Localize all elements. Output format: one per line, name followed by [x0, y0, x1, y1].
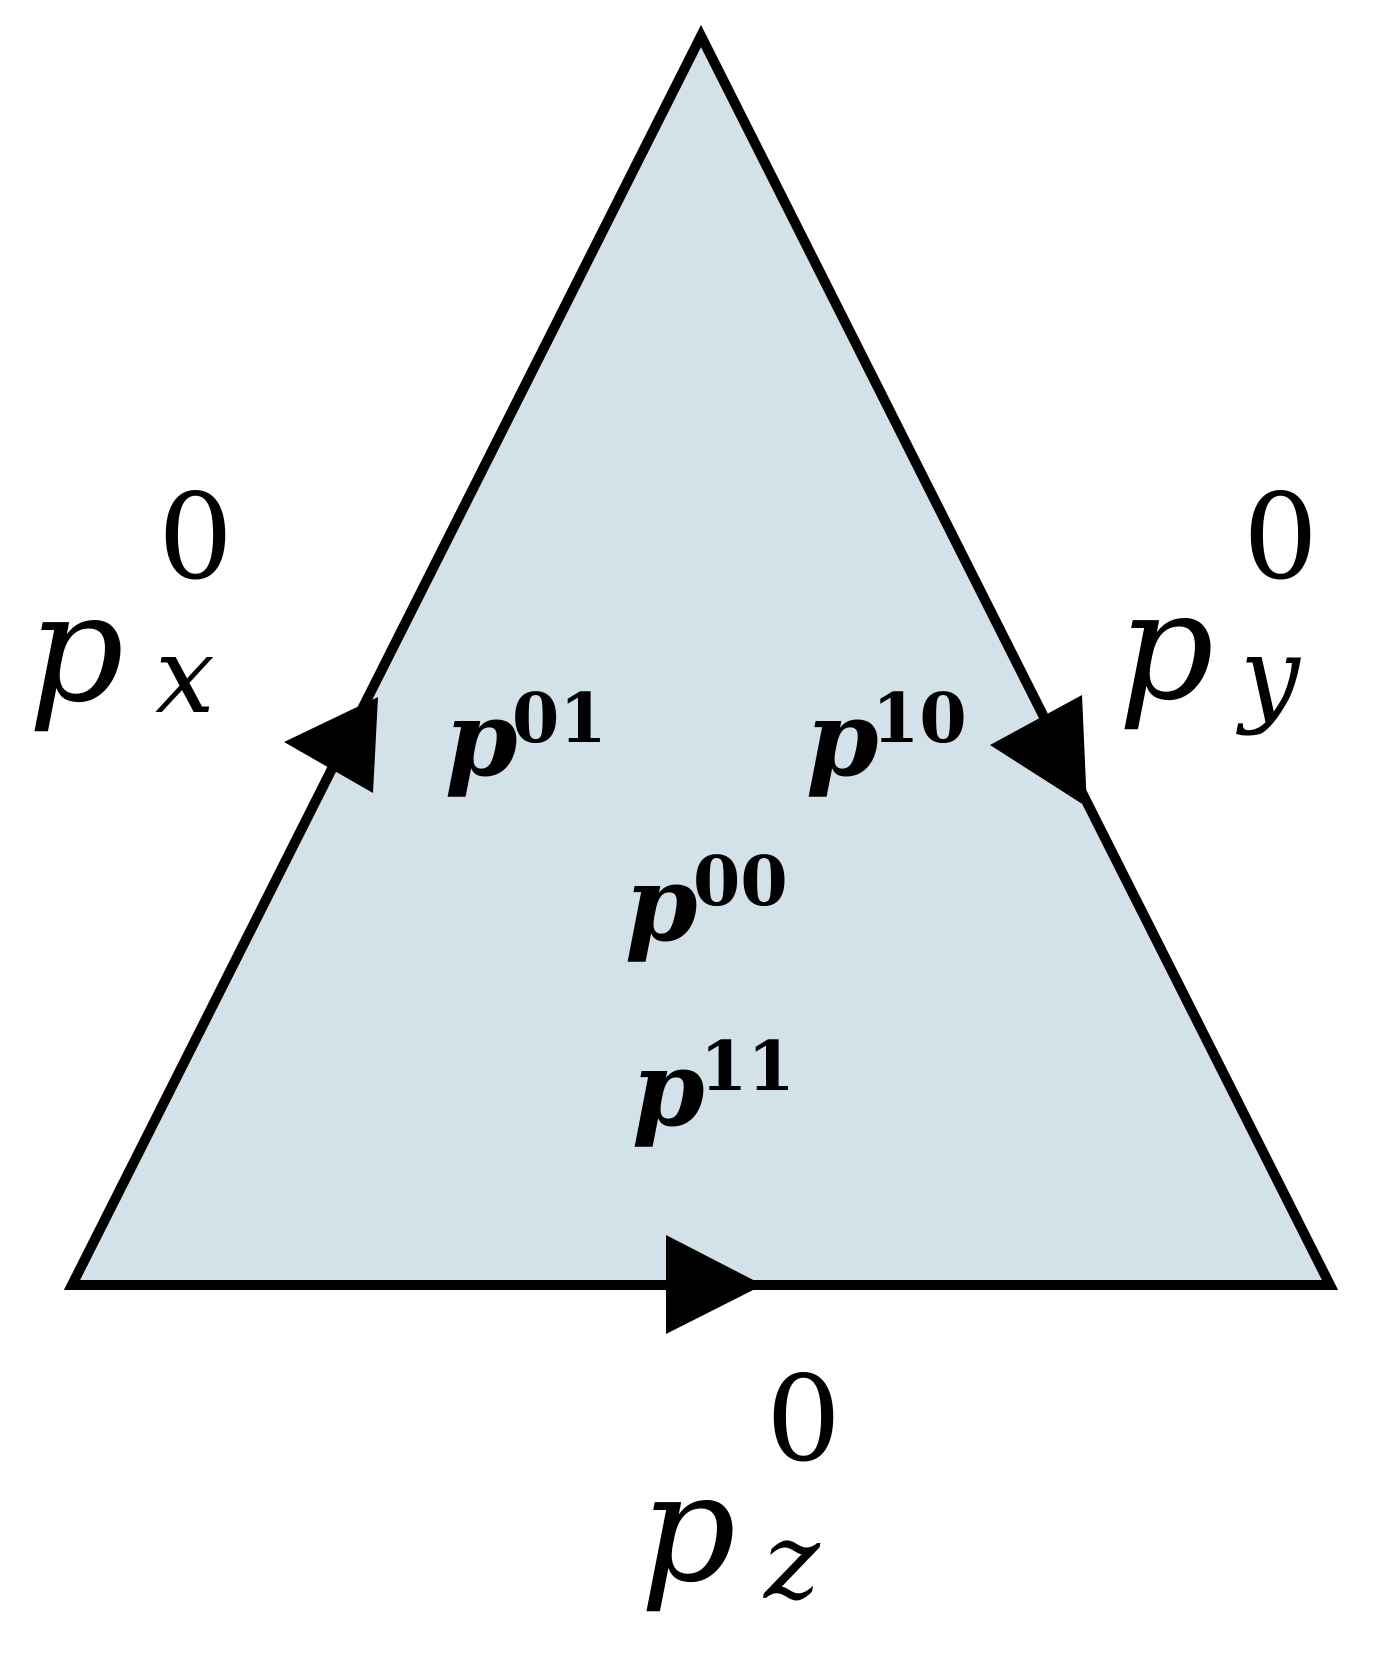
interior-label-p11: p 11 [632, 1027, 795, 1150]
right-edge-arrow-icon [990, 695, 1087, 807]
edge-label-pz: p 0 z [640, 1350, 846, 1623]
edge-label-px: p 0 x [28, 468, 238, 737]
bottom-edge-arrow-icon [666, 1235, 763, 1334]
edge-label-py: p 0 y [1118, 468, 1323, 737]
interior-label-p00: p 00 [625, 842, 788, 965]
interior-label-p01: p 01 [445, 677, 607, 800]
interior-label-p10: p 10 [806, 677, 967, 800]
left-edge-arrow-icon [284, 697, 378, 793]
